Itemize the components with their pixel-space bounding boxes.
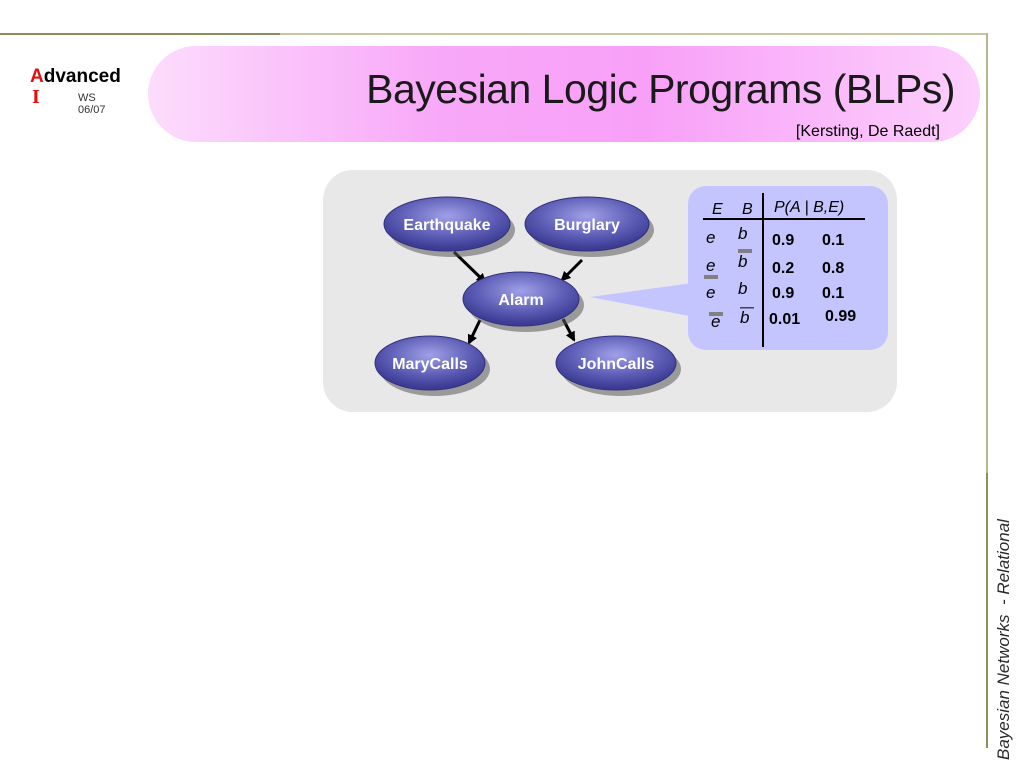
cpt-cell-e: e: [706, 283, 715, 302]
logo-second-letter: I: [32, 86, 40, 108]
cpt-cell-b: b: [738, 252, 747, 271]
node-alarm: Alarm: [462, 271, 584, 332]
cpt-row: e b 0.2 0.8: [706, 249, 844, 277]
cpt-negation-bar-b: [738, 249, 752, 253]
cpt-cell-e: e: [711, 312, 720, 331]
semester-label: WS 06/07: [78, 92, 106, 116]
node-ellipse: [383, 196, 511, 252]
cpt-prob-true: 0.01: [769, 311, 800, 328]
node-label: Earthquake: [403, 217, 490, 234]
cpt-cell-b: b: [740, 308, 749, 327]
cpt-row: e b 0.9 0.1: [706, 224, 844, 249]
edge-burglary-to-alarm: [560, 258, 584, 282]
cpt-row: e b 0.01 0.99: [709, 307, 856, 331]
cpt-callout-pointer: [590, 282, 700, 318]
node-ellipse: [374, 335, 486, 391]
node-ellipse: [462, 271, 580, 327]
logo-line-two: I WS 06/07: [30, 86, 121, 116]
cpt-prob-false: 0.1: [822, 232, 844, 249]
cpt-row: e b 0.9 0.1: [704, 275, 844, 302]
cpt-prob-false: 0.8: [822, 260, 844, 277]
citation: [Kersting, De Raedt]: [795, 123, 940, 140]
node-burglary: Burglary: [524, 196, 654, 257]
right-rule-lower: [986, 473, 988, 748]
node-label: MaryCalls: [392, 356, 468, 373]
cpt-prob-false: 0.1: [822, 285, 844, 302]
right-rule-upper: [986, 33, 988, 473]
top-rule-left: [0, 33, 280, 35]
cpt-header-b: B: [742, 201, 753, 218]
logo-advanced: Advanced: [30, 66, 121, 88]
cpt-header-p: P(A | B,E): [774, 199, 844, 216]
cpt-header-e: E: [712, 201, 723, 218]
cpt-prob-false: 0.99: [825, 308, 856, 325]
top-rule-right: [280, 33, 986, 35]
cpt-cell-b: b: [738, 224, 747, 243]
cpt-cell-e: e: [706, 256, 715, 275]
node-label: Alarm: [498, 292, 543, 309]
node-marycalls: MaryCalls: [374, 335, 490, 396]
node-johncalls: JohnCalls: [555, 335, 681, 396]
cpt-negation-bar-b: [740, 307, 754, 309]
title-banner: [148, 46, 980, 142]
cpt-panel: [688, 186, 888, 350]
cpt-cell-b: b: [738, 279, 747, 298]
node-ellipse: [524, 196, 650, 252]
slide-title: Bayesian Logic Programs (BLPs): [366, 66, 955, 112]
node-ellipse: [555, 335, 677, 391]
logo-accent-letter: A: [30, 66, 44, 87]
cpt-negation-bar-e: [704, 275, 718, 279]
course-logo: Advanced I WS 06/07: [30, 66, 121, 116]
node-earthquake: Earthquake: [383, 196, 515, 257]
logo-rest: dvanced: [43, 66, 121, 87]
cpt-negation-bar-e: [709, 312, 723, 316]
edge-earthquake-to-alarm: [452, 250, 487, 284]
cpt-prob-true: 0.9: [772, 232, 794, 249]
node-label: Burglary: [554, 217, 620, 234]
edge-alarm-to-marycalls: [467, 319, 482, 345]
node-label: JohnCalls: [578, 356, 655, 373]
cpt-cell-e: e: [706, 228, 715, 247]
cpt-prob-true: 0.9: [772, 285, 794, 302]
cpt-prob-true: 0.2: [772, 260, 794, 277]
